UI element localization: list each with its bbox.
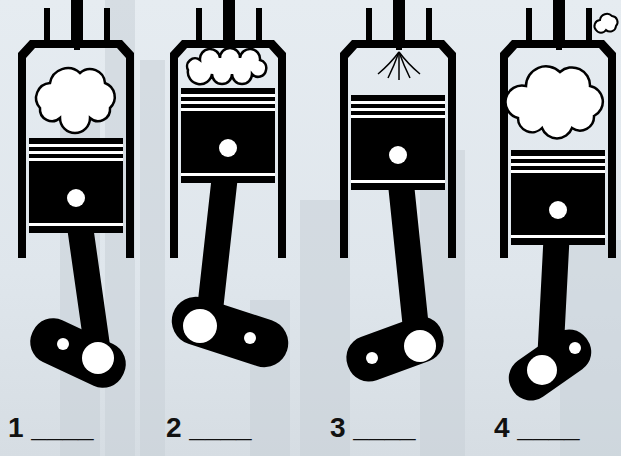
stroke-label: 3 ____ <box>330 414 416 442</box>
stroke-label: 1 ____ <box>8 414 94 442</box>
stroke-label: 2 ____ <box>166 414 252 442</box>
skyline-background <box>60 0 621 456</box>
cylinder-exhaust <box>500 0 618 409</box>
stroke-label: 4 ____ <box>494 414 580 442</box>
spark-lines <box>378 52 420 80</box>
cylinder-intake <box>18 0 134 395</box>
cylinder-compression <box>166 0 295 373</box>
cylinder-power <box>340 0 456 388</box>
